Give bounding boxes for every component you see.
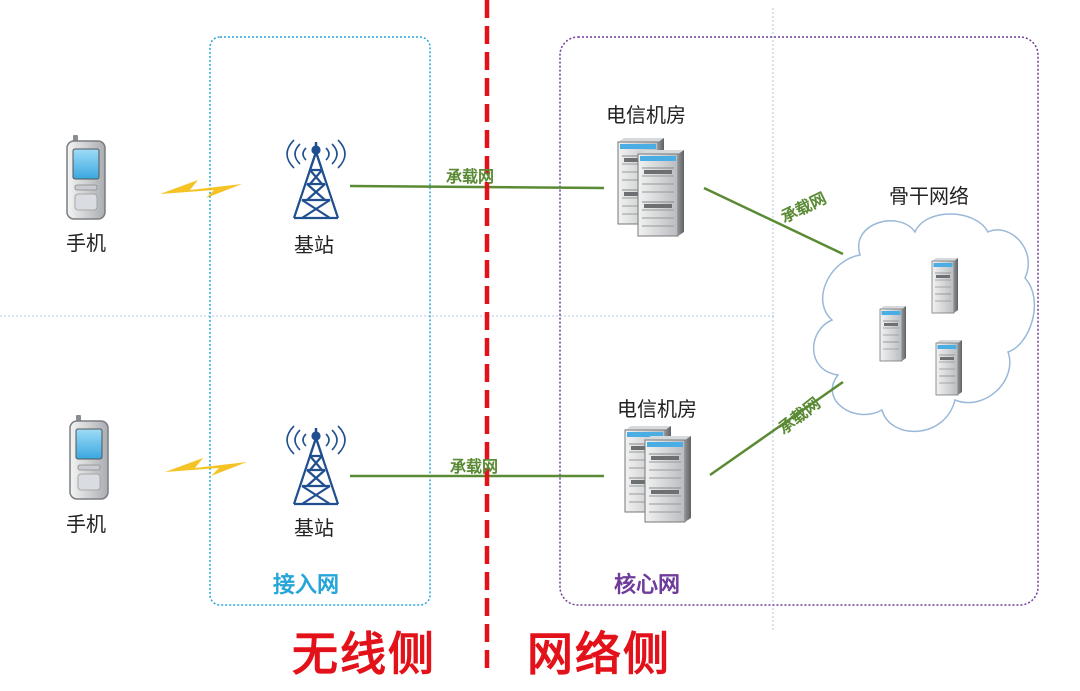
bearer-link-bottom-backbone xyxy=(709,380,844,477)
bearer-network-label: 承载网 xyxy=(450,457,499,476)
wireless-signal-icon xyxy=(160,180,242,198)
bearer-link-top xyxy=(349,184,605,190)
wireless-side-title: 无线侧 xyxy=(292,627,436,681)
base-station-tower-icon xyxy=(285,424,347,506)
backbone-cloud xyxy=(812,213,1036,432)
bearer-network-label: 承载网 xyxy=(446,167,495,186)
bearer-link-top-backbone xyxy=(703,186,844,256)
wireless-signal-icon xyxy=(165,458,247,476)
core-network-box xyxy=(559,36,1039,606)
access-network-title: 接入网 xyxy=(273,573,340,598)
server-rack-icon xyxy=(637,149,685,237)
backbone-server-icon xyxy=(935,339,963,396)
core-network-title: 核心网 xyxy=(614,573,681,598)
base-station-label: 基站 xyxy=(294,516,334,540)
phone-label: 手机 xyxy=(66,231,106,255)
base-station-tower-icon xyxy=(285,138,347,220)
base-station-label: 基站 xyxy=(294,233,334,257)
datacenter-label: 电信机房 xyxy=(606,103,686,127)
network-side-title: 网络侧 xyxy=(527,627,671,681)
phone-icon xyxy=(66,134,106,220)
backbone-server-icon xyxy=(879,305,907,362)
access-network-box xyxy=(209,36,431,606)
datacenter-label: 电信机房 xyxy=(617,397,697,421)
backbone-server-icon xyxy=(931,257,959,314)
phone-icon xyxy=(69,414,109,500)
backbone-network-label: 骨干网络 xyxy=(889,184,969,208)
server-rack-icon xyxy=(644,435,692,523)
phone-label: 手机 xyxy=(66,512,106,536)
